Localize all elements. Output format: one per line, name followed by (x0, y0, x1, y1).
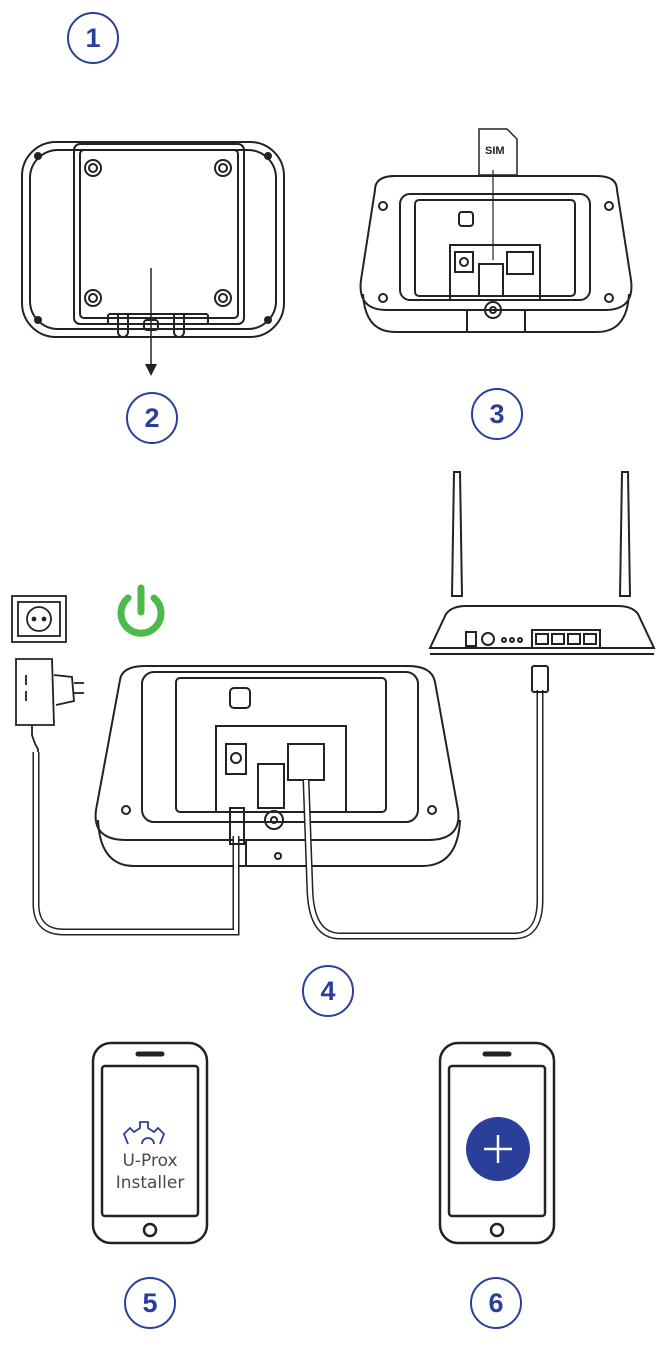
router-illustration (426, 466, 658, 666)
wall-socket-illustration (10, 594, 68, 644)
sim-label: SIM (485, 145, 505, 157)
gear-icon (122, 1121, 166, 1145)
phone-app-illustration: U-Prox Installer (90, 1040, 210, 1246)
app-name-line2: Installer (116, 1173, 185, 1193)
step-1-badge: 1 (67, 12, 119, 64)
step-3-badge: 3 (471, 388, 523, 440)
device-wiring-illustration (30, 660, 560, 942)
device-back-cover-illustration (18, 138, 288, 383)
power-icon (110, 582, 172, 644)
step-2-badge: 2 (126, 392, 178, 444)
power-adapter-illustration (10, 655, 90, 755)
sim-card-illustration: SIM (477, 127, 519, 177)
step-6-badge: 6 (470, 1277, 522, 1329)
plus-icon[interactable] (465, 1116, 531, 1182)
device-open-sim-slot-illustration (355, 170, 637, 340)
step-4-badge: 4 (302, 965, 354, 1017)
app-name-line1: U-Prox (122, 1151, 177, 1171)
step-5-badge: 5 (124, 1277, 176, 1329)
phone-add-device-illustration (437, 1040, 557, 1246)
